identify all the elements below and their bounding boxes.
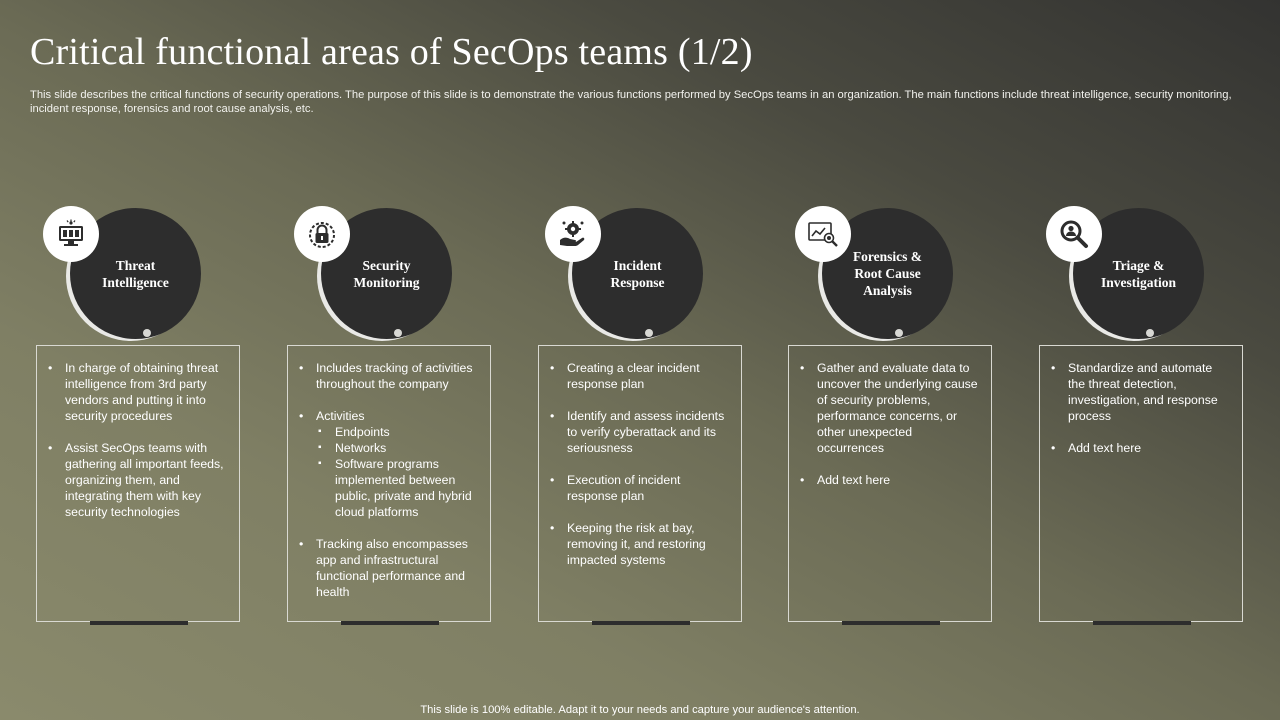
card-accent-bar	[341, 621, 439, 625]
circle-dot	[645, 329, 653, 337]
function-column-forensics: Forensics & Root Cause Analysis Gather a…	[788, 205, 998, 625]
card-accent-bar	[1093, 621, 1191, 625]
list-item: Includes tracking of activities througho…	[298, 360, 478, 392]
column-heading: Threat Intelligence	[102, 257, 169, 290]
list-item: Tracking also encompasses app and infras…	[298, 536, 478, 600]
list-item: Gather and evaluate data to uncover the …	[799, 360, 979, 456]
description-card: Creating a clear incident response plan …	[538, 345, 742, 622]
list-item: Add text here	[1050, 440, 1230, 456]
hand-gear-icon	[545, 206, 601, 262]
server-monitor-icon	[43, 206, 99, 262]
padlock-icon	[294, 206, 350, 262]
sub-list-item: Software programs implemented between pu…	[316, 456, 478, 520]
list-item: Assist SecOps teams with gathering all i…	[47, 440, 227, 520]
magnifier-person-icon	[1046, 206, 1102, 262]
list-item: Execution of incident response plan	[549, 472, 729, 504]
circle-dot	[1146, 329, 1154, 337]
function-column-security-monitoring: Security Monitoring Includes tracking of…	[287, 205, 497, 625]
analytics-search-icon	[795, 206, 851, 262]
column-heading: Security Monitoring	[353, 257, 420, 290]
slide-title: Critical functional areas of SecOps team…	[30, 31, 753, 73]
circle-dot	[143, 329, 151, 337]
column-heading: Incident Response	[610, 257, 665, 290]
list-item: Keeping the risk at bay, removing it, an…	[549, 520, 729, 568]
description-card: In charge of obtaining threat intelligen…	[36, 345, 240, 622]
sub-list-item: Endpoints	[316, 424, 478, 440]
list-item: Activities Endpoints Networks Software p…	[298, 408, 478, 520]
function-column-incident-response: Incident Response Creating a clear incid…	[538, 205, 748, 625]
list-item: Add text here	[799, 472, 979, 488]
description-card: Standardize and automate the threat dete…	[1039, 345, 1243, 622]
slide-description: This slide describes the critical functi…	[30, 89, 1232, 115]
list-item-label: Activities	[316, 409, 365, 423]
slide-footer: This slide is 100% editable. Adapt it to…	[420, 704, 860, 716]
list-item: Creating a clear incident response plan	[549, 360, 729, 392]
list-item: Identify and assess incidents to verify …	[549, 408, 729, 456]
function-column-threat-intelligence: Threat Intelligence In charge of obtaini…	[36, 205, 246, 625]
description-card: Gather and evaluate data to uncover the …	[788, 345, 992, 622]
card-accent-bar	[592, 621, 690, 625]
card-accent-bar	[842, 621, 940, 625]
circle-dot	[394, 329, 402, 337]
list-item: In charge of obtaining threat intelligen…	[47, 360, 227, 424]
description-card: Includes tracking of activities througho…	[287, 345, 491, 622]
circle-dot	[895, 329, 903, 337]
column-heading: Triage & Investigation	[1100, 257, 1176, 290]
card-accent-bar	[90, 621, 188, 625]
function-column-triage: Triage & Investigation Standardize and a…	[1039, 205, 1249, 625]
column-heading: Forensics & Root Cause Analysis	[852, 249, 923, 298]
sub-list-item: Networks	[316, 440, 478, 456]
list-item: Standardize and automate the threat dete…	[1050, 360, 1230, 424]
